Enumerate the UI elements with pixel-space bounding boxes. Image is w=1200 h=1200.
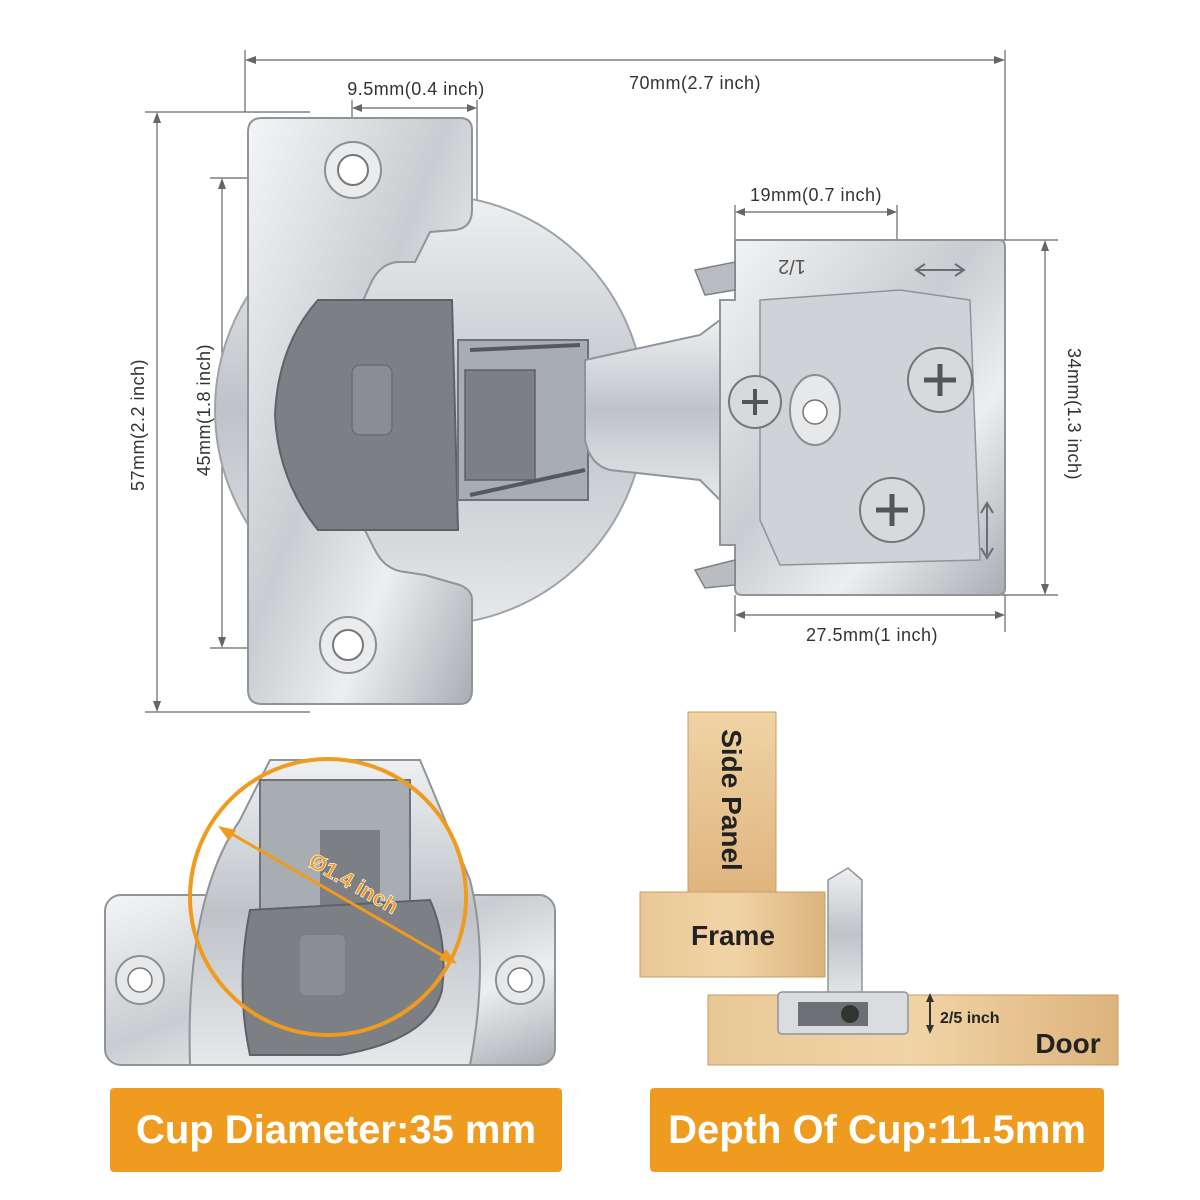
hinge-top-view: 1/2 [214, 117, 1006, 705]
installation-illustration: Side Panel Frame Door 2/5 inch [639, 711, 1119, 1066]
cup-closeup: Ø1.4 inch [104, 757, 556, 1066]
hole-offset-label: 9.5mm(0.4 inch) [347, 79, 485, 99]
screw-icon [859, 477, 925, 543]
vertical-adjust-arrow-icon [980, 501, 994, 560]
cup-depth-gap-label: 2/5 inch [940, 1010, 1000, 1027]
screw-icon [907, 347, 973, 413]
hinge-diagram: 70mm(2.7 inch) 9.5mm(0.4 inch) 57mm(2.2 … [104, 50, 1119, 1066]
door-label: Door [1035, 1028, 1100, 1059]
cup-diameter-banner: Cup Diameter:35 mm [110, 1088, 562, 1172]
plate-offset-label: 19mm(0.7 inch) [750, 185, 882, 205]
side-panel-label: Side Panel [716, 729, 747, 871]
door-board [707, 994, 1119, 1066]
horizontal-adjust-arrow-icon [914, 263, 966, 277]
total-height-label: 57mm(2.2 inch) [128, 359, 148, 491]
cup-depth-banner: Depth Of Cup:11.5mm [650, 1088, 1104, 1172]
side-panel [687, 711, 777, 893]
cup-diameter-circle [188, 757, 468, 1037]
hole-spacing-label: 45mm(1.8 inch) [194, 344, 214, 476]
total-width-label: 70mm(2.7 inch) [629, 73, 761, 93]
frame-label: Frame [691, 920, 775, 951]
plate-marking: 1/2 [778, 255, 806, 277]
frame-board [639, 891, 826, 978]
plate-width-label: 27.5mm(1 inch) [806, 625, 938, 645]
screw-icon [728, 375, 782, 429]
plate-height-label: 34mm(1.3 inch) [1064, 348, 1084, 480]
